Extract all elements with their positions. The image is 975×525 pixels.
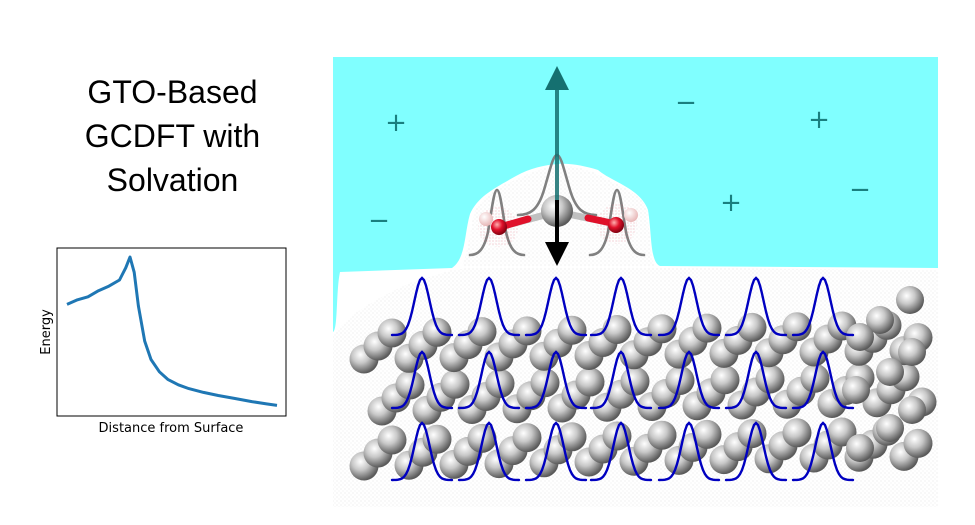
oxygen-atom-right xyxy=(608,217,624,233)
charge-minus-3: − xyxy=(368,206,390,236)
chart-x-label: Distance from Surface xyxy=(99,421,244,436)
metal-atom xyxy=(395,370,425,400)
gto-gaussian xyxy=(724,350,788,410)
metal-atom xyxy=(876,414,904,442)
gto-gaussian xyxy=(657,276,721,337)
oxygen-atom-left xyxy=(491,219,507,235)
gto-gaussian xyxy=(390,276,454,337)
metal-atom xyxy=(647,420,677,450)
gto-gaussian xyxy=(791,421,855,482)
surface-gto-basis-functions xyxy=(390,276,855,482)
metal-atom xyxy=(422,317,452,347)
gto-gaussian xyxy=(791,276,855,337)
charge-minus-2: − xyxy=(849,175,871,205)
metal-atom xyxy=(530,368,560,398)
metal-atom xyxy=(620,366,650,396)
title-line-1: GTO-Based xyxy=(87,74,258,110)
gto-gaussian xyxy=(724,421,788,482)
metal-atom xyxy=(602,315,632,344)
metal-atom xyxy=(647,314,677,344)
title-line-3: Solvation xyxy=(106,162,239,198)
dipole-arrow-down-icon xyxy=(545,200,569,266)
metal-atom xyxy=(692,419,722,449)
metal-atom xyxy=(557,422,587,452)
metal-atom xyxy=(846,434,874,462)
chart-series-group xyxy=(66,255,278,407)
chart-y-label: Energy xyxy=(39,309,54,355)
hydrogen-atom-left xyxy=(479,212,493,226)
metal-atom xyxy=(710,365,740,395)
title-line-2: GCDFT with xyxy=(84,118,261,154)
gto-gaussian xyxy=(457,276,521,337)
ionic-charges: + − + − + − xyxy=(368,88,871,236)
metal-atom xyxy=(422,424,452,454)
metal-atom xyxy=(876,358,904,386)
gto-gaussian xyxy=(524,276,588,337)
gto-gaussian xyxy=(657,421,721,482)
gto-gaussian xyxy=(589,421,653,482)
metal-atom xyxy=(485,369,515,398)
metal-atom xyxy=(755,364,785,394)
gto-gaussian xyxy=(457,421,521,482)
adsorbate-molecule-icon xyxy=(468,153,646,257)
gto-gaussian xyxy=(457,350,521,410)
gto-gaussian xyxy=(589,350,653,410)
charge-plus-3: + xyxy=(720,188,742,218)
solvent-region xyxy=(333,57,938,332)
figure-title: GTO-Based GCDFT with Solvation xyxy=(40,70,305,202)
metal-atom xyxy=(377,425,407,455)
gto-gaussian xyxy=(791,350,855,410)
metal-atom xyxy=(846,323,874,351)
metal-atom xyxy=(692,313,722,343)
metal-atom xyxy=(898,396,926,424)
gto-gaussian xyxy=(657,350,721,410)
metal-atom xyxy=(512,423,542,453)
metal-atom xyxy=(842,376,870,404)
metal-atom xyxy=(896,286,924,314)
hydrogen-atom-right xyxy=(624,208,638,222)
energy-chart: Energy Distance from Surface xyxy=(39,247,287,436)
metal-atom xyxy=(866,306,894,334)
chart-frame xyxy=(56,247,287,417)
metal-atom xyxy=(440,369,470,399)
metal-atom xyxy=(377,318,407,348)
gto-gaussian xyxy=(390,350,454,410)
charge-plus-1: + xyxy=(385,108,407,138)
charge-minus-1: − xyxy=(675,88,697,118)
gto-gaussian xyxy=(390,421,454,482)
gto-gaussian xyxy=(589,276,653,337)
metal-atom xyxy=(903,428,933,458)
metal-atom xyxy=(898,338,926,366)
gto-gaussian xyxy=(524,350,588,410)
gto-gaussian xyxy=(524,421,588,482)
charge-plus-2: + xyxy=(808,105,830,135)
metal-atom xyxy=(575,367,605,397)
metal-atom xyxy=(512,316,542,346)
metal-atom xyxy=(782,418,812,448)
gto-gaussian xyxy=(724,276,788,337)
metal-atom xyxy=(782,312,812,342)
chart-series-line xyxy=(66,255,278,407)
